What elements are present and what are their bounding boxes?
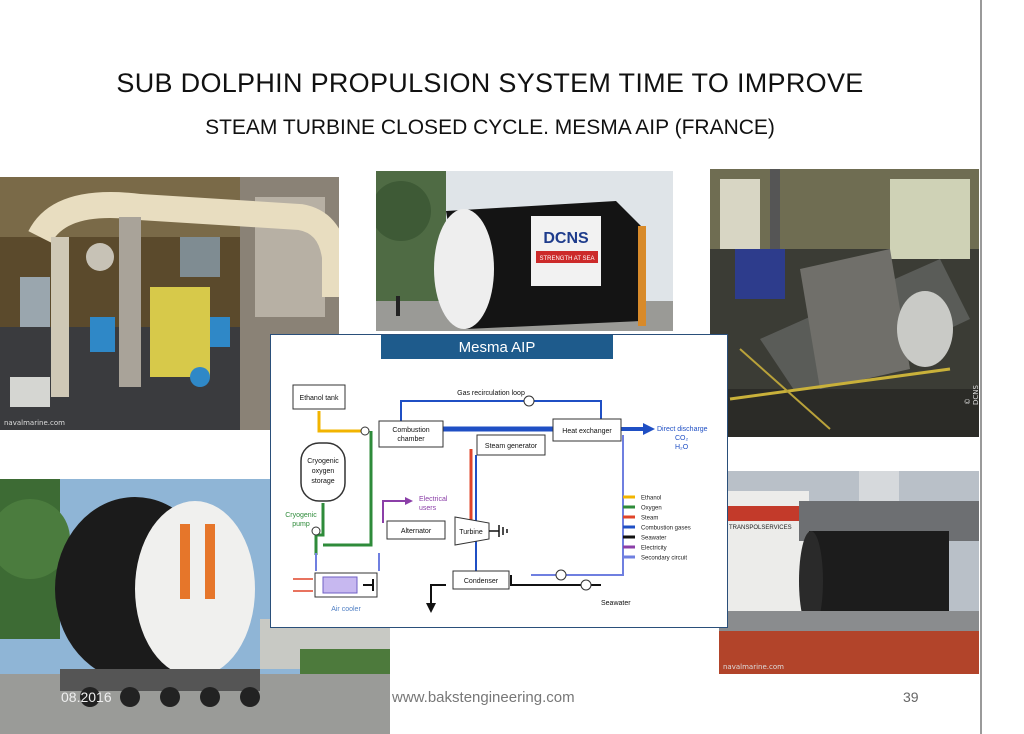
turbine-shape [454, 516, 490, 546]
discharge-arrow-icon [643, 423, 655, 435]
gas-loop-label: Gas recirculation loop [457, 390, 525, 397]
photo-engine-room: navalmarine.com [0, 177, 339, 430]
mesma-aip-diagram: Mesma AIP [270, 334, 728, 628]
cryogenic-oxygen-storage [300, 442, 346, 502]
seawater-pump-icon [580, 579, 592, 591]
electricity-line [382, 500, 407, 523]
photo-workshop: © DCNS [710, 169, 979, 437]
cryo-pump-label-1: Cryogenic [285, 512, 317, 519]
footer-url[interactable]: www.bakstengineering.com [392, 689, 575, 706]
direct-discharge-label-2: CO₂ [675, 435, 689, 442]
steam-line [459, 449, 473, 527]
oxygen-line-down [314, 503, 325, 555]
gas-recirc-loop [400, 400, 602, 425]
seawater-line [430, 575, 601, 607]
ethanol-tank-box [292, 384, 346, 410]
oxygen-line-up [323, 431, 373, 547]
slide-subtitle: STEAM TURBINE CLOSED CYCLE. MESMA AIP (F… [205, 116, 775, 139]
dcns-hull-text: DCNS [543, 230, 589, 247]
alternator-box [386, 520, 446, 540]
slide-title: SUB DOLPHIN PROPULSION SYSTEM TIME TO IM… [116, 68, 864, 98]
ethanol-valve-icon [360, 426, 370, 436]
photo-barge: TRANSPOLSERVICES navalmarine.com [719, 471, 979, 674]
barge-ship-text: TRANSPOLSERVICES [729, 525, 792, 531]
footer-page-number: 39 [903, 689, 919, 705]
seawater-label: Seawater [601, 600, 631, 607]
alternator-label: Alternator [401, 528, 432, 535]
photo-engine-room-caption: navalmarine.com [4, 419, 65, 427]
cryo-pump-icon [311, 526, 321, 536]
cryo-pump-label-2: pump [292, 521, 310, 528]
combustion-label-1: Combustion [392, 427, 429, 434]
secondary-circuit-line [531, 435, 624, 576]
combustion-chamber-box [378, 420, 444, 448]
diagram-header-bar [381, 335, 613, 359]
air-cooler-label: Air cooler [331, 606, 361, 613]
legend-label: Combustion gases [641, 526, 691, 532]
cryo-label-1: Cryogenic [307, 458, 339, 465]
legend-label: Electricity [641, 546, 667, 552]
condenser-label: Condenser [464, 578, 499, 585]
steam-generator-label: Steam generator [485, 443, 538, 450]
turbine-label: Turbine [459, 529, 483, 536]
footer-date: 08.2016 [61, 689, 112, 705]
photo-barge-caption: navalmarine.com [723, 663, 784, 671]
legend-label: Seawater [641, 536, 666, 542]
cryo-label-2: oxygen [312, 468, 335, 475]
condenser-box [452, 570, 510, 590]
electrical-users-label-1: Electrical [419, 496, 448, 503]
legend-label: Steam [641, 516, 658, 522]
diagram-header: Mesma AIP [459, 339, 536, 356]
legend-label: Oxygen [641, 506, 662, 512]
photo-dcns-module: DCNS STRENGTH AT SEA [376, 171, 673, 331]
heat-exchanger-label: Heat exchanger [562, 428, 612, 435]
legend-label: Ethanol [641, 496, 661, 502]
photo-workshop-caption: © DCNS [964, 385, 979, 405]
ethanol-tank-label: Ethanol tank [300, 395, 339, 402]
steam-generator-box [476, 434, 546, 456]
slide: SUB DOLPHIN PROPULSION SYSTEM TIME TO IM… [0, 0, 982, 734]
electrical-users-label-2: users [419, 505, 437, 512]
ethanol-line [317, 411, 361, 433]
secondary-pump-icon [555, 569, 567, 581]
direct-discharge-label-1: Direct discharge [657, 426, 708, 433]
dcns-slogan: STRENGTH AT SEA [539, 256, 594, 262]
legend-label: Secondary circuit [641, 556, 687, 562]
recirc-fan-icon [523, 395, 535, 407]
cryo-label-3: storage [311, 478, 334, 485]
heat-exchanger-box [552, 418, 622, 442]
direct-discharge-label-3: H₂O [675, 444, 689, 451]
combustion-label-2: chamber [397, 436, 425, 443]
